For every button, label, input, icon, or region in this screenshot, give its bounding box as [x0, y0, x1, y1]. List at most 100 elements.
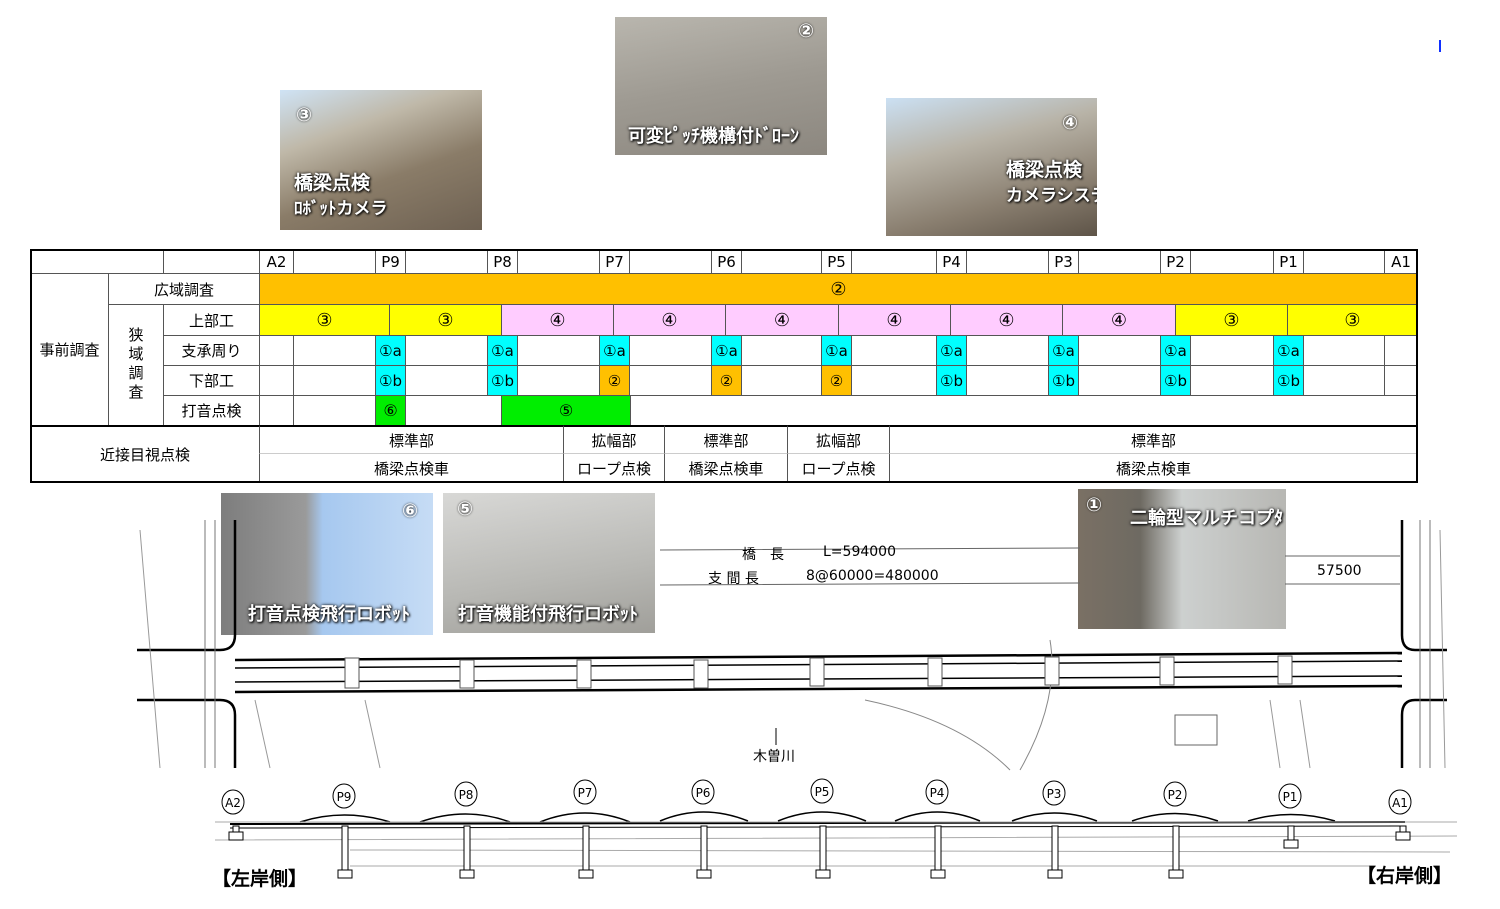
- pier-label: P8: [459, 788, 474, 802]
- pier-footing: [228, 831, 244, 841]
- substructure-cell-span: [851, 365, 937, 396]
- superstructure-segment: ④: [950, 304, 1063, 336]
- pier-marker: [691, 779, 715, 805]
- pier-footing: [459, 869, 475, 879]
- pier-marker: [1278, 783, 1302, 809]
- span-length-label: 支 間 長: [708, 571, 759, 587]
- substructure-label: 下部工: [163, 365, 260, 396]
- photo-number: ④: [1062, 112, 1079, 134]
- substructure-cell-span: [1078, 365, 1161, 396]
- left-bank-label: 【左岸側】: [212, 868, 308, 890]
- pier-label: A1: [1392, 796, 1408, 810]
- pier-footing: [815, 869, 831, 879]
- close-visual-method: 橋梁点検車: [889, 453, 1418, 483]
- close-visual-part: 拡幅部: [563, 425, 665, 454]
- photo-p6: ⑥ 打音点検飛行ロボｯﾄ: [221, 493, 433, 635]
- pier-footing: [578, 869, 594, 879]
- pier-marker: [332, 783, 356, 809]
- superstructure-segment: ④: [838, 304, 951, 336]
- pier-marker: [810, 778, 834, 804]
- pier-column: [1172, 825, 1180, 871]
- pier-footing: [1283, 839, 1299, 849]
- superstructure-segment: ③: [259, 304, 390, 336]
- pier-column: [1287, 825, 1295, 841]
- pier-footing: [930, 869, 946, 879]
- pier-footing: [696, 869, 712, 879]
- substructure-cell-span: [966, 365, 1049, 396]
- pier-column: [1399, 825, 1407, 833]
- pier-label: P1: [1283, 790, 1298, 804]
- photo-caption: 橋梁点検: [294, 172, 371, 194]
- bearing-cell: ①a: [1273, 335, 1304, 366]
- pier-label: A2: [225, 796, 241, 810]
- pier-label: P7: [578, 786, 593, 800]
- photo-caption: カメラシステム: [1006, 186, 1097, 206]
- photo-p4: ④橋梁点検カメラシステム: [886, 98, 1097, 236]
- pier-footing: [337, 869, 353, 879]
- superstructure-label: 上部工: [163, 304, 260, 336]
- photo-caption: ﾛﾎﾞｯﾄカメラ: [294, 199, 388, 219]
- bridge-length-label: 橋 長: [742, 547, 784, 563]
- substructure-cell-span: [517, 365, 600, 396]
- close-visual-method: 橋梁点検車: [664, 453, 788, 483]
- close-visual-part: 標準部: [664, 425, 788, 454]
- pier-label: P5: [815, 785, 830, 799]
- right-bank-label: 【右岸側】: [1357, 865, 1453, 887]
- bearing-cell: ①a: [487, 335, 518, 366]
- pier-column: [1051, 825, 1059, 871]
- pier-column: [700, 825, 708, 871]
- superstructure-segment: ③: [389, 304, 502, 336]
- photo-number: ③: [296, 104, 313, 126]
- photo-number: ①: [1086, 494, 1103, 516]
- close-visual-method: ロープ点検: [563, 453, 665, 483]
- river-label: 木曽川: [753, 749, 795, 765]
- substructure-cell: ②: [599, 365, 630, 396]
- blue-marker: [1439, 40, 1441, 52]
- pier-column: [232, 825, 240, 833]
- pier-footing: [1168, 869, 1184, 879]
- photo-number: ⑥: [402, 500, 419, 522]
- pier-header: P2: [1160, 249, 1191, 274]
- close-visual-method: ロープ点検: [787, 453, 890, 483]
- bridge-length-value: L=594000: [823, 544, 896, 560]
- close-visual-part: 拡幅部: [787, 425, 890, 454]
- bearing-cell-span: [405, 335, 488, 366]
- photo-caption: 打音点検飛行ロボｯﾄ: [248, 604, 410, 625]
- pier-label: P9: [337, 790, 352, 804]
- pier-column: [463, 825, 471, 871]
- substructure-cell: ①b: [1273, 365, 1304, 396]
- pier-label: P6: [696, 786, 711, 800]
- bearing-cell: [259, 335, 294, 366]
- photo-caption: 打音機能付飛行ロボｯﾄ: [458, 604, 638, 625]
- pier-marker: [221, 789, 245, 815]
- span-length-value: 8@60000=480000: [806, 568, 939, 584]
- bearing-cell: ①a: [711, 335, 742, 366]
- bearing-cell: ①a: [1048, 335, 1079, 366]
- photo-caption: 二輪型マルチコプﾀ: [1130, 508, 1283, 529]
- photo-p5: ⑤ 打音機能付飛行ロボｯﾄ: [443, 493, 655, 633]
- substructure-cell-span: [1303, 365, 1385, 396]
- bearing-cell: ①a: [821, 335, 852, 366]
- photo-p2: ② 可変ﾋﾟｯﾁ機構付ﾄﾞﾛｰﾝ: [615, 17, 827, 155]
- photo-number: ②: [798, 20, 815, 42]
- pier-footing: [1047, 869, 1063, 879]
- photo-p3: ③ 橋梁点検 ﾛﾎﾞｯﾄカメラ: [280, 90, 482, 230]
- photo-number: ⑤: [457, 498, 474, 520]
- photo-caption: 可変ﾋﾟｯﾁ機構付ﾄﾞﾛｰﾝ: [628, 126, 799, 147]
- pier-marker: [1388, 789, 1412, 815]
- hammering-empty: [259, 395, 294, 426]
- substructure-cell: ①b: [375, 365, 406, 396]
- pier-column: [819, 825, 827, 871]
- width-dimension: 57500: [1317, 563, 1362, 579]
- bearing-cell: [1384, 335, 1418, 366]
- pier-marker: [454, 781, 478, 807]
- pier-marker: [925, 779, 949, 805]
- bearing-cell: ①a: [599, 335, 630, 366]
- substructure-cell-span: [629, 365, 712, 396]
- pier-column: [582, 825, 590, 871]
- pier-footing: [1395, 831, 1411, 841]
- pier-marker: [1042, 780, 1066, 806]
- pier-header: P3: [1048, 249, 1079, 274]
